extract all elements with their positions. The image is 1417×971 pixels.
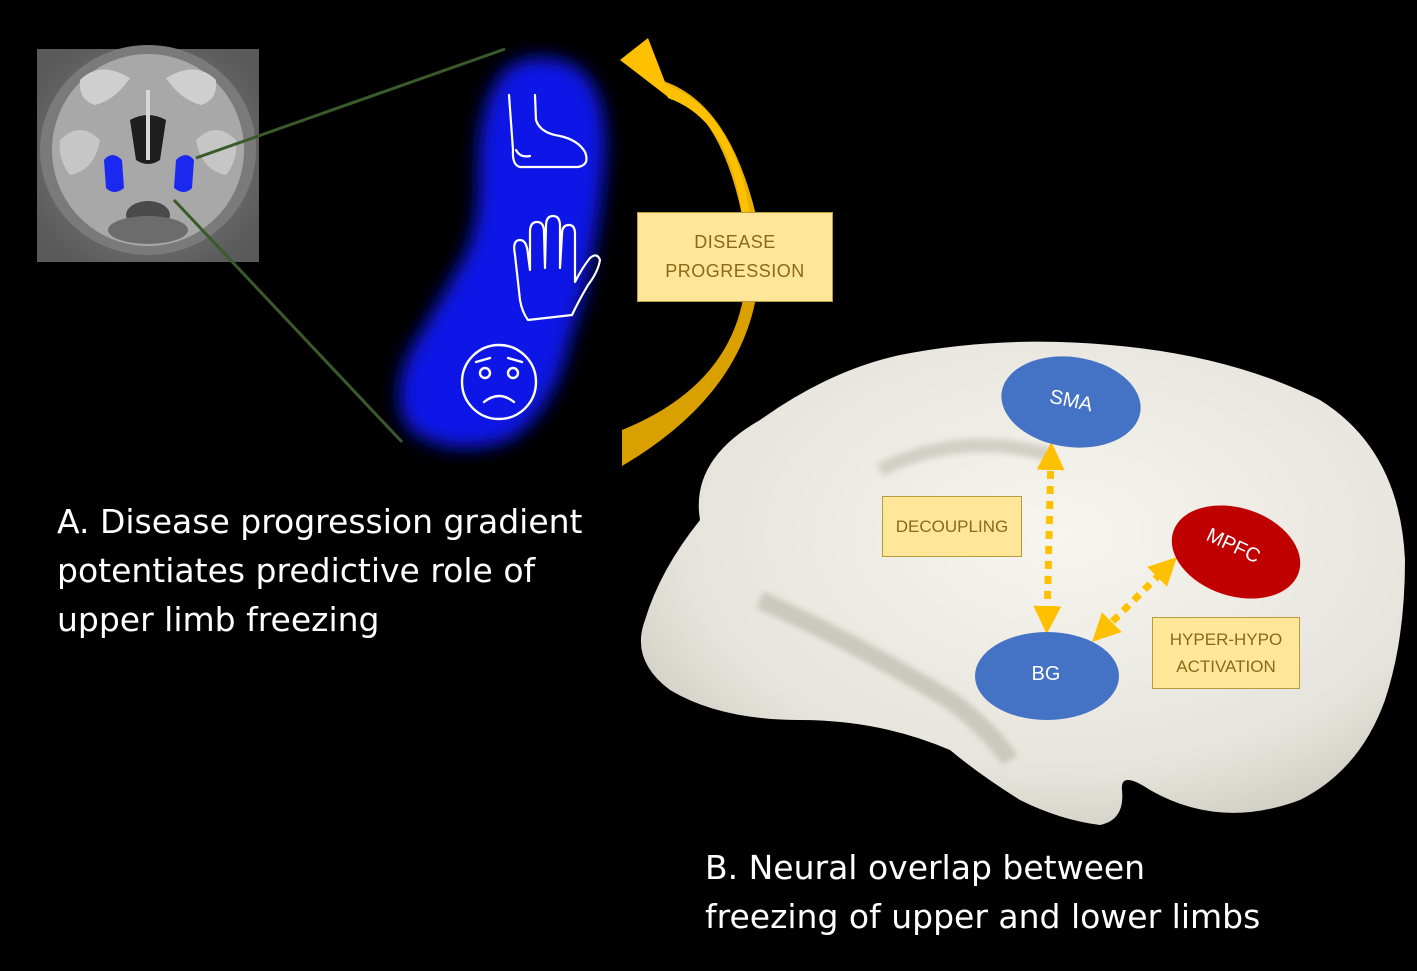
caption-a-line-1: A. Disease progression gradient <box>57 502 583 541</box>
face-icon <box>460 343 538 421</box>
progression-label-line-2: PROGRESSION <box>665 261 805 281</box>
striatum-blob <box>399 57 606 448</box>
bg-label: BG <box>1031 663 1061 685</box>
left-striatum-highlight <box>104 155 124 192</box>
caption-panel-b: B. Neural overlap between freezing of up… <box>705 843 1345 941</box>
progression-label-line-1: DISEASE <box>694 232 776 252</box>
activation-label-line-1: HYPER-HYPO <box>1169 630 1283 649</box>
connector-line-bottom <box>172 198 404 444</box>
bg-node <box>975 632 1119 720</box>
hyper-hypo-activation-label: HYPER-HYPO ACTIVATION <box>1152 617 1300 689</box>
cortex-surface <box>640 341 1405 825</box>
caption-a-line-2: potentiates predictive role of <box>57 551 536 590</box>
caption-panel-a: A. Disease progression gradient potentia… <box>57 497 617 644</box>
mpfc-node <box>1171 505 1301 599</box>
decoupling-arrow <box>1033 442 1065 634</box>
cortex-sulcus-lower <box>756 591 1018 766</box>
cortex-sulcus <box>876 438 1052 477</box>
caption-b-line-2: freezing of upper and lower limbs <box>705 897 1261 936</box>
disease-progression-label: DISEASE PROGRESSION <box>637 212 833 302</box>
sma-node <box>1001 356 1141 448</box>
activation-arrow <box>1092 557 1177 642</box>
hand-icon <box>513 214 602 322</box>
caption-a-line-3: upper limb freezing <box>57 600 380 639</box>
decoupling-label-text: DECOUPLING <box>895 517 1009 536</box>
caption-b-line-1: B. Neural overlap between <box>705 848 1146 887</box>
right-striatum-highlight <box>174 155 194 192</box>
decoupling-label: DECOUPLING <box>882 496 1022 557</box>
foot-icon <box>507 93 588 169</box>
connector-line-top <box>195 47 506 160</box>
activation-label-line-2: ACTIVATION <box>1176 657 1276 676</box>
mri-slice <box>37 45 259 262</box>
